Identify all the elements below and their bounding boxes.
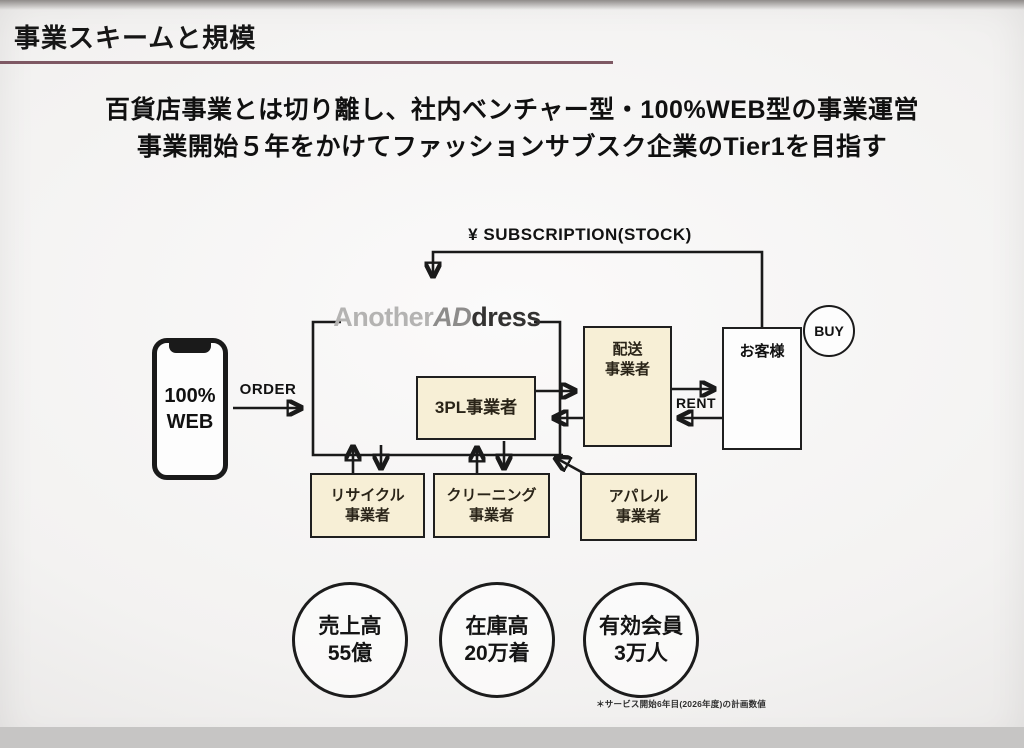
customer-label: お客様 [739,343,785,360]
metric-inventory: 在庫高 20万着 [439,582,555,698]
node-apparel-operator: アパレル 事業者 [580,473,697,541]
threepl-label: 3PL事業者 [434,398,518,417]
logo-part-another: Another [333,301,434,332]
company-boundary-box-right [534,320,562,455]
apparel-to-company-arrow [556,458,586,476]
metric-members-value: 3万人 [614,642,668,665]
heading-line-1: 百貨店事業とは切り離し、社内ベンチャー型・100%WEB型の事業運営 [104,96,920,124]
recycle-label-line-2: 事業者 [344,506,390,524]
apparel-label-line-2: 事業者 [615,508,661,525]
title-underline [0,61,613,64]
page-title: 事業スキームと規模 [14,23,257,53]
node-customer: お客様 [722,327,802,450]
node-recycle-operator: リサイクル 事業者 [310,473,425,538]
buy-label: BUY [814,323,844,339]
order-label: ORDER [239,381,297,398]
delivery-label-line-2: 事業者 [604,361,650,378]
metric-sales-label: 売上高 [318,615,382,638]
company-boundary-box [311,320,563,457]
metric-sales: 売上高 55億 [292,582,408,698]
bottom-letterbox-strip [0,727,1024,748]
recycle-label-line-1: リサイクル [330,486,405,504]
heading-line-2: 事業開始５年をかけてファッションサブスク企業のTier1を目指す [136,133,888,161]
main-heading: 百貨店事業とは切り離し、社内ベンチャー型・100%WEB型の事業運営 事業開始５… [0,92,1024,166]
phone-label-line-2: WEB [166,411,214,433]
cleaning-label-line-2: 事業者 [468,506,514,524]
node-delivery-operator: 配送 事業者 [583,326,672,447]
top-edge-vignette [0,0,1024,10]
metric-inventory-value: 20万着 [464,642,530,665]
cleaning-label-line-1: クリーニング [446,486,537,504]
footnote: ＊サービス開始6年目(2026年度)の計画数値 [596,699,766,709]
node-3pl-operator: 3PL事業者 [416,376,536,440]
smartphone-icon: 100% WEB [152,338,228,480]
delivery-label-line-1: 配送 [612,341,643,358]
node-cleaning-operator: クリーニング 事業者 [433,473,550,538]
apparel-label-line-1: アパレル [608,488,669,505]
buy-badge: BUY [803,305,855,357]
subscription-arrow [433,250,764,327]
phone-notch [169,342,211,353]
metric-inventory-label: 在庫高 [465,615,529,638]
logo-part-ad: AD [433,301,472,332]
metric-sales-value: 55億 [327,642,373,665]
metric-members: 有効会員 3万人 [583,582,699,698]
metric-members-label: 有効会員 [599,615,683,638]
subscription-label: ¥ SUBSCRIPTION(STOCK) [468,225,692,244]
rent-label: RENT [675,395,717,411]
logo-part-dress: dress [471,301,541,332]
phone-label-line-1: 100% [164,385,216,407]
